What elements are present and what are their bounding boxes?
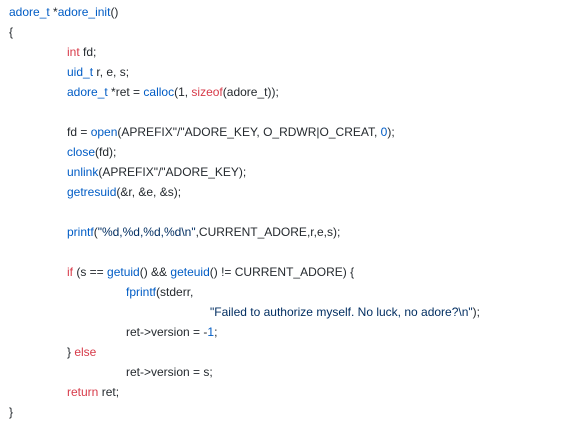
code-token: printf	[67, 225, 94, 239]
code-token: (&r, &e, &s);	[116, 185, 182, 199]
code-token: (1,	[174, 85, 192, 99]
code-token: ;	[214, 325, 218, 339]
code-token: getuid	[107, 265, 140, 279]
code-token: ret->version = s;	[126, 365, 213, 379]
code-token: (stderr,	[156, 285, 194, 299]
code-line: } else	[0, 342, 570, 362]
code-token: {	[9, 25, 14, 39]
code-token: unlink	[67, 165, 99, 179]
code-token: 1	[207, 325, 215, 339]
code-token: );	[472, 305, 480, 319]
code-line: {	[0, 22, 570, 42]
code-line: adore_t *ret = calloc(1, sizeof(adore_t)…	[0, 82, 570, 102]
code-token: uid_t	[67, 65, 94, 79]
code-token: );	[387, 125, 395, 139]
code-token: fprintf	[126, 285, 157, 299]
code-token: (adore_t));	[222, 85, 279, 99]
code-token: sizeof	[191, 85, 223, 99]
code-line: if (s == getuid() && geteuid() != CURREN…	[0, 262, 570, 282]
code-line: adore_t *adore_init()	[0, 2, 570, 22]
code-line: ret->version = -1;	[0, 322, 570, 342]
code-token: ()	[110, 5, 119, 19]
code-token: r, e, s;	[93, 65, 130, 79]
code-token: () &&	[139, 265, 171, 279]
code-token: fd;	[79, 45, 97, 59]
code-token: }	[9, 405, 14, 419]
code-token: getresuid	[67, 185, 117, 199]
code-token: *ret =	[107, 85, 144, 99]
code-line: }	[0, 402, 570, 422]
code-token: "Failed to authorize myself. No luck, no…	[210, 305, 473, 319]
code-token: *	[49, 5, 58, 19]
code-line	[0, 202, 570, 222]
code-token: ret->version = -	[126, 325, 208, 339]
code-token: () != CURRENT_ADORE) {	[209, 265, 355, 279]
code-token: else	[74, 345, 97, 359]
code-token: ,CURRENT_ADORE,r,e,s);	[195, 225, 341, 239]
code-token: ret;	[98, 385, 120, 399]
code-line: ret->version = s;	[0, 362, 570, 382]
code-token: int	[67, 45, 80, 59]
code-line: return ret;	[0, 382, 570, 402]
code-token: (APREFIX"/"ADORE_KEY, O_RDWR|O_CREAT,	[117, 125, 381, 139]
code-token: adore_init	[57, 5, 111, 19]
code-line: unlink(APREFIX"/"ADORE_KEY);	[0, 162, 570, 182]
code-token: return	[67, 385, 99, 399]
code-token: calloc	[143, 85, 175, 99]
code-line: int fd;	[0, 42, 570, 62]
code-line: "Failed to authorize myself. No luck, no…	[0, 302, 570, 322]
code-token: adore_t	[67, 85, 108, 99]
code-token: fd =	[67, 125, 91, 139]
code-token: (fd);	[95, 145, 117, 159]
code-line	[0, 102, 570, 122]
code-line: uid_t r, e, s;	[0, 62, 570, 82]
code-token: adore_t	[9, 5, 50, 19]
code-token: if	[67, 265, 73, 279]
code-line: fd = open(APREFIX"/"ADORE_KEY, O_RDWR|O_…	[0, 122, 570, 142]
code-token: (APREFIX"/"ADORE_KEY);	[98, 165, 247, 179]
code-token: geteuid	[170, 265, 210, 279]
code-token: }	[67, 345, 75, 359]
code-line	[0, 242, 570, 262]
code-token: 0	[380, 125, 388, 139]
code-line: printf("%d,%d,%d,%d\n",CURRENT_ADORE,r,e…	[0, 222, 570, 242]
code-token: open	[90, 125, 118, 139]
code-token: "%d,%d,%d,%d\n"	[97, 225, 196, 239]
code-line: fprintf(stderr,	[0, 282, 570, 302]
code-token: close	[67, 145, 96, 159]
code-token: (s ==	[73, 265, 108, 279]
code-line: close(fd);	[0, 142, 570, 162]
code-token: (	[93, 225, 98, 239]
code-line: getresuid(&r, &e, &s);	[0, 182, 570, 202]
